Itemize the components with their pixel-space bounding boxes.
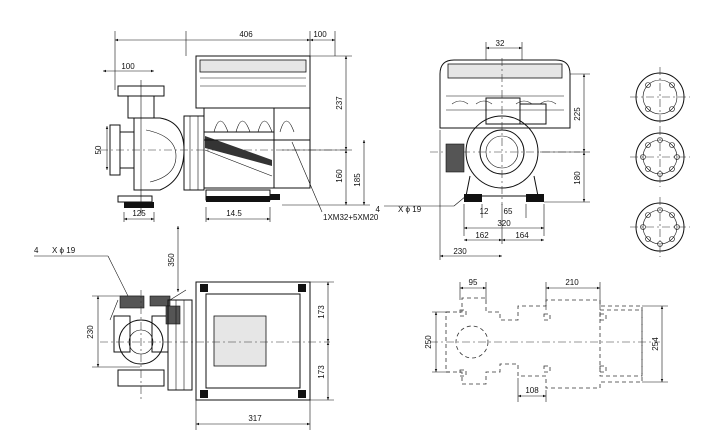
- dim-right-height: 254: [651, 337, 660, 351]
- dim-height-low: 160: [335, 169, 344, 183]
- dim-inlet: 100: [121, 62, 135, 71]
- dim-right-height-low: 180: [573, 171, 582, 185]
- dim-bottom: 317: [248, 414, 262, 423]
- flange-3: [630, 197, 690, 257]
- dim-upper-right: 173: [317, 305, 326, 319]
- dim-base-mid: 14.5: [226, 209, 242, 218]
- dim-c: 320: [497, 219, 511, 228]
- dim-right-height: 225: [573, 107, 582, 121]
- dim-top: 32: [496, 39, 505, 48]
- dim-height-high: 185: [353, 173, 362, 187]
- flange-2: [630, 127, 690, 187]
- dim-left-height: 250: [424, 335, 433, 349]
- dim-overall: 406: [239, 30, 253, 39]
- dim-top-right: 210: [565, 278, 579, 287]
- side-bolt-size: X ϕ 19: [398, 205, 422, 214]
- dim-b: 65: [504, 207, 513, 216]
- outline-view: 95 210 250 254 108: [424, 278, 668, 402]
- dim-left: 230: [86, 325, 95, 339]
- dim-f: 230: [453, 247, 467, 256]
- front-view: 406 100 100 50: [94, 30, 379, 222]
- dim-base-left: 125: [132, 209, 146, 218]
- dim-bottom-outline: 108: [525, 386, 539, 395]
- dim-vertical: 350: [167, 253, 176, 267]
- side-view: 32 225 180 4 X ϕ 19: [376, 39, 590, 260]
- side-bolt-count: 4: [376, 205, 381, 214]
- dim-a: 12: [480, 207, 489, 216]
- dim-lower-right: 173: [317, 365, 326, 379]
- top-bolt-count: 4: [34, 246, 39, 255]
- cable-label: 1XM32+5XM20: [323, 213, 379, 222]
- dim-top-left: 95: [469, 278, 478, 287]
- dim-motor-height: 237: [335, 96, 344, 110]
- dim-d: 162: [475, 231, 489, 240]
- top-bolt-size: X ϕ 19: [52, 246, 76, 255]
- top-view: 4 X ϕ 19 350 230: [34, 226, 334, 430]
- dim-e: 164: [515, 231, 529, 240]
- dim-right-ext: 100: [313, 30, 327, 39]
- flange-1: [630, 67, 690, 127]
- dim-port-dia: 50: [94, 145, 103, 154]
